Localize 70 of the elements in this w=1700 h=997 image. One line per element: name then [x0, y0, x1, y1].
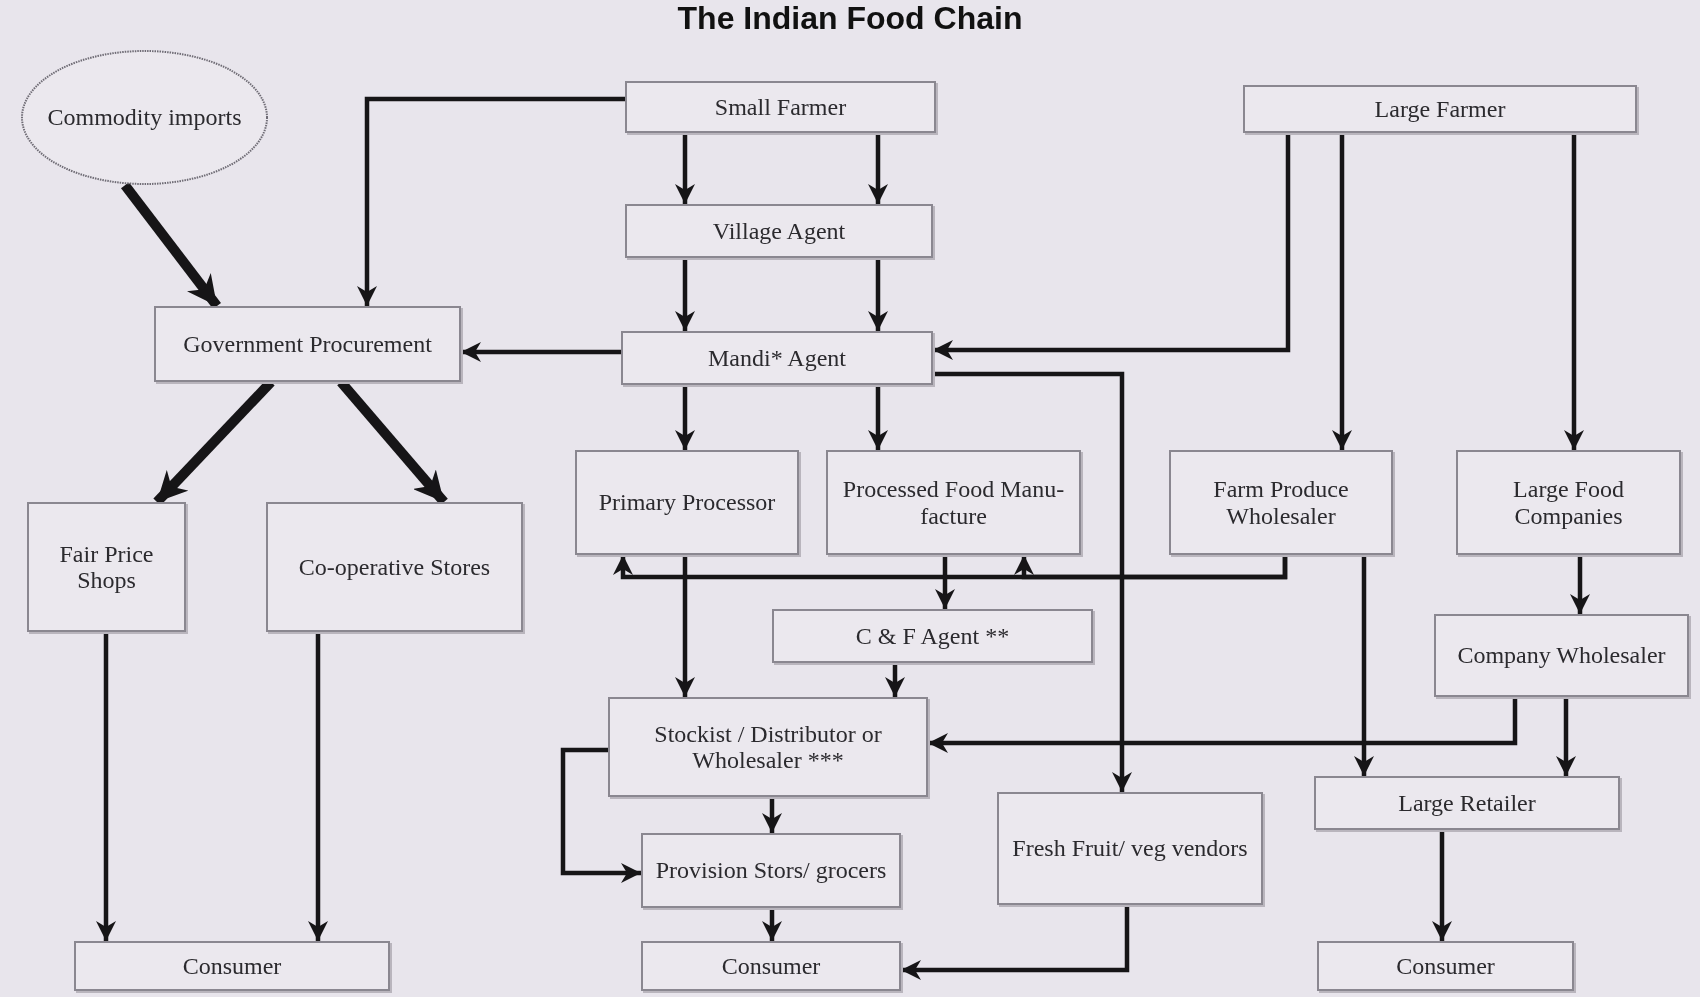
process-box — [608, 697, 928, 797]
arrow — [933, 133, 1291, 360]
arrow — [868, 258, 888, 331]
arrow — [461, 342, 621, 362]
arrow — [928, 697, 1518, 753]
node-text: Large Retailer — [1397, 789, 1537, 817]
node-text: Government Procurement — [182, 330, 433, 358]
arrow — [1014, 555, 1288, 580]
node-text: Stockist / Distributor or Wholesaler *** — [653, 720, 883, 774]
process-box — [1317, 941, 1574, 991]
process-box — [27, 502, 186, 632]
node-text: Consumer — [181, 952, 283, 980]
process-box — [1434, 614, 1689, 697]
arrow — [933, 371, 1132, 792]
node-text: Farm Produce Wholesaler — [1212, 476, 1350, 529]
process-box — [74, 941, 390, 991]
arrow — [1432, 830, 1452, 941]
process-box — [625, 81, 936, 133]
node-text: C & F Agent ** — [854, 622, 1011, 650]
process-box — [1243, 85, 1637, 133]
process-box — [772, 609, 1093, 663]
process-box — [826, 450, 1081, 555]
node-text: Provision Stors/ grocers — [654, 857, 888, 884]
arrow — [96, 632, 116, 941]
arrow — [901, 905, 1130, 980]
process-box — [997, 792, 1263, 905]
node-text: Fair Price Shops — [58, 540, 155, 594]
node-text: Village Agent — [711, 217, 847, 245]
arrow — [1556, 697, 1576, 776]
node-text: Commodity imports — [46, 104, 243, 131]
diagram-title: The Indian Food Chain — [676, 0, 1024, 37]
arrow — [560, 747, 641, 883]
process-box — [154, 306, 461, 382]
process-box — [621, 331, 933, 385]
arrow — [675, 555, 695, 697]
node-text: Mandi* Agent — [707, 344, 847, 372]
process-box — [1456, 450, 1681, 555]
node-text: Large Farmer — [1373, 95, 1507, 123]
arrow — [1332, 133, 1352, 450]
node-text: Co-operative Stores — [297, 553, 492, 581]
arrow — [357, 96, 625, 306]
node-text: Fresh Fruit/ veg vendors — [1011, 835, 1249, 862]
process-box — [266, 502, 523, 632]
node-text: Primary Processor — [597, 489, 777, 516]
process-box — [575, 450, 799, 555]
arrow — [868, 385, 888, 450]
process-box — [641, 941, 901, 991]
arrow — [308, 632, 328, 941]
process-box — [1169, 450, 1393, 555]
arrow — [935, 555, 955, 609]
arrow — [868, 133, 888, 204]
arrow — [762, 797, 782, 833]
node-text: Company Wholesaler — [1456, 642, 1667, 669]
arrow — [885, 663, 905, 697]
node-text: Processed Food Manu-facture — [841, 476, 1066, 529]
arrow — [675, 258, 695, 331]
process-box — [641, 833, 901, 908]
node-text: Consumer — [1395, 952, 1496, 980]
arrow — [762, 908, 782, 941]
arrow — [675, 133, 695, 204]
node-text: Large Food Companies — [1512, 476, 1625, 529]
ellipse-node — [20, 49, 269, 186]
arrow — [1570, 555, 1590, 614]
arrow — [675, 385, 695, 450]
process-box — [625, 204, 933, 258]
arrow — [1564, 133, 1584, 450]
node-text: Small Farmer — [713, 93, 848, 121]
process-box — [1314, 776, 1620, 830]
node-text: Consumer — [720, 952, 822, 980]
arrow — [1354, 555, 1374, 776]
